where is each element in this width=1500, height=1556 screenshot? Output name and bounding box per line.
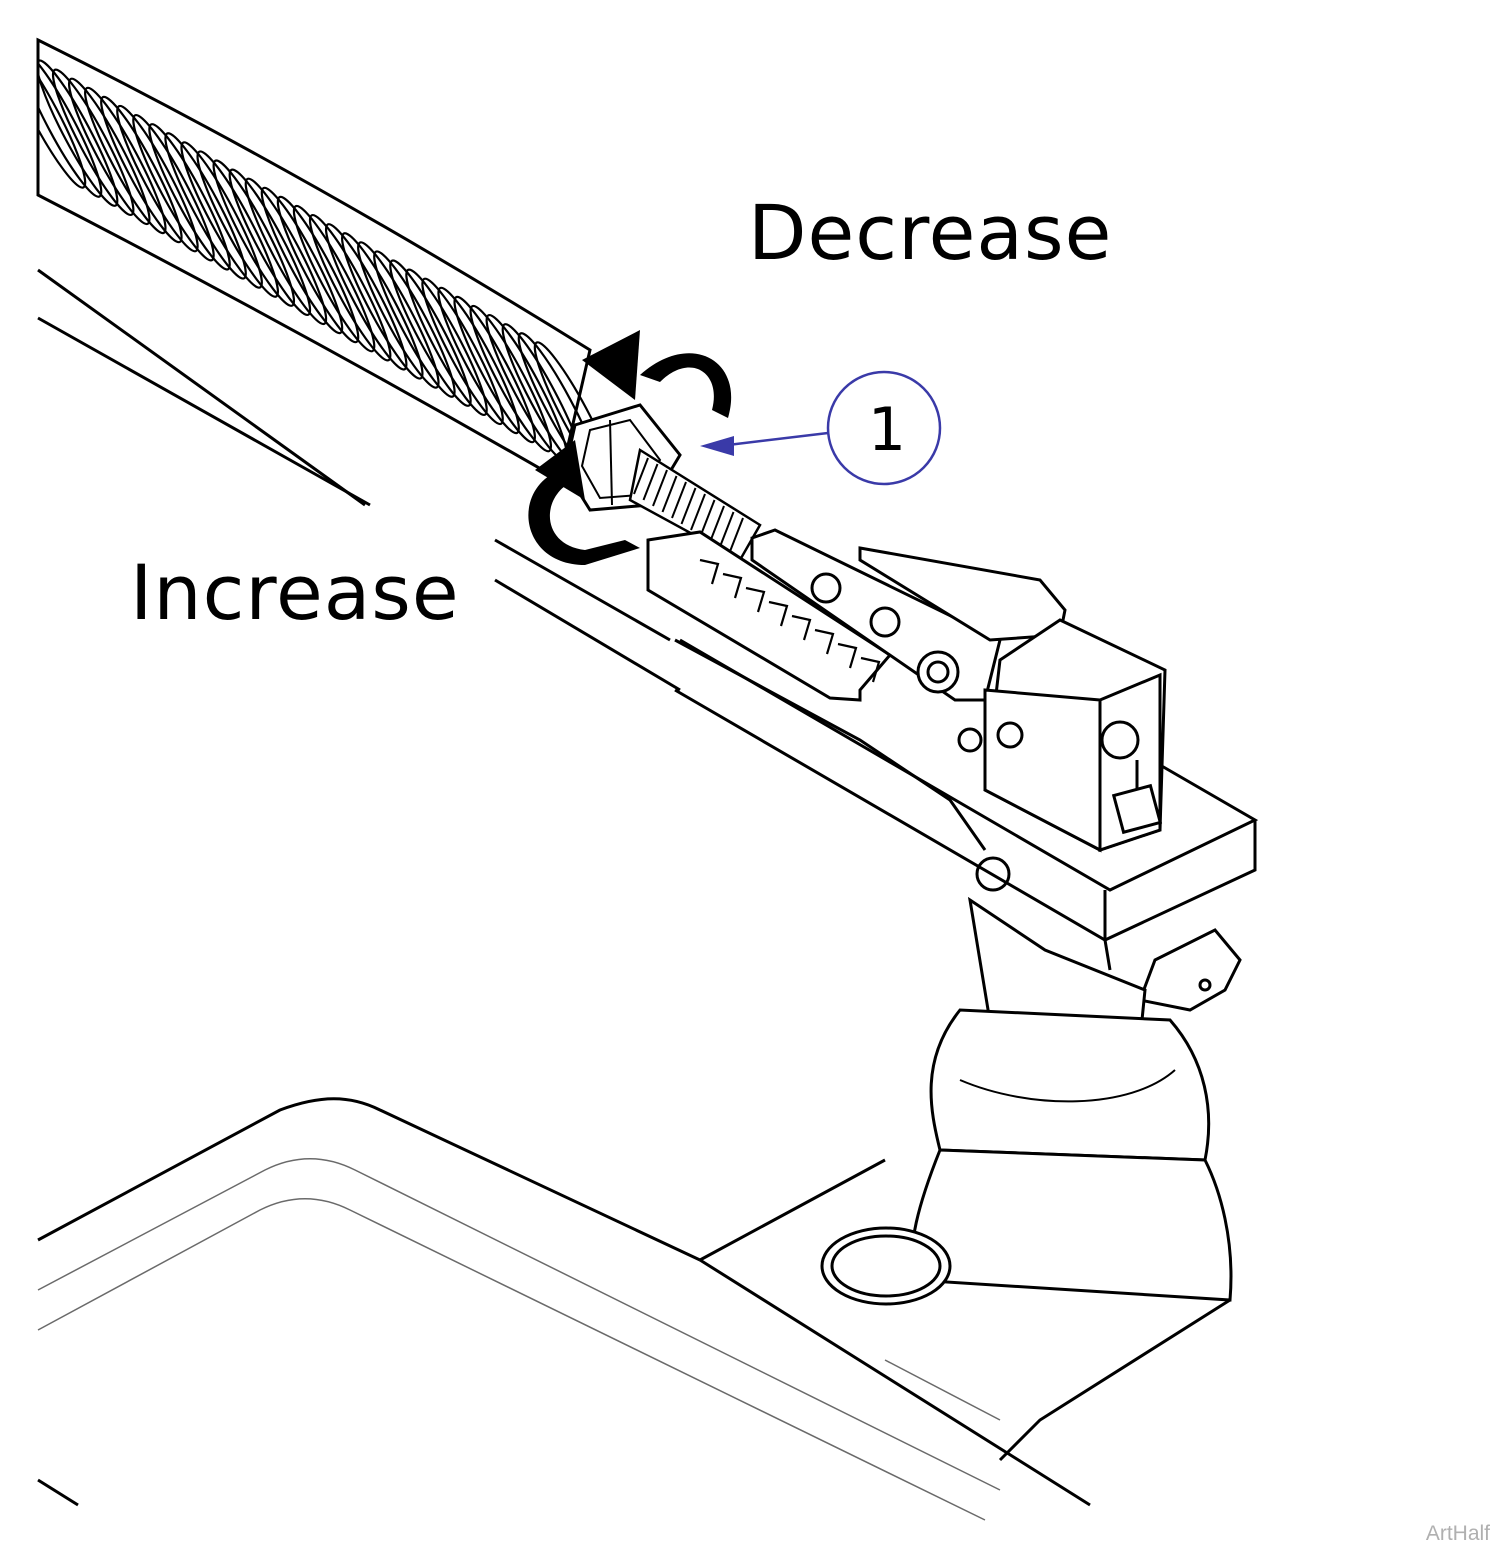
hose-rib	[38, 50, 103, 198]
rod-thread	[728, 517, 744, 555]
rotation-arrow-decrease-icon	[582, 330, 732, 418]
rod-thread	[718, 511, 735, 549]
hose-rib	[100, 95, 183, 244]
callout-number: 1	[867, 395, 907, 465]
rod-thread	[690, 493, 706, 531]
hose-rib	[389, 259, 472, 407]
housing-block	[858, 546, 1167, 853]
mounting-tray	[674, 638, 1259, 1012]
hose-rib	[84, 86, 167, 235]
rod-thread	[709, 505, 725, 543]
hose-rib	[308, 213, 392, 362]
hose-rib	[132, 113, 215, 262]
hose-rib	[292, 204, 376, 353]
hose-rib	[38, 41, 87, 189]
hose-rib	[341, 232, 424, 380]
hose-rib	[276, 195, 360, 344]
hose-rib	[324, 223, 408, 371]
callout-circle	[826, 370, 942, 486]
increase-label: Increase	[130, 548, 460, 637]
rod-thread	[642, 463, 659, 501]
hose-rib	[421, 277, 504, 426]
hose-rib	[38, 59, 119, 207]
hose-rib	[260, 186, 344, 335]
hose-rib	[196, 150, 279, 298]
hose-rib	[148, 123, 231, 271]
hose-rib	[405, 268, 488, 417]
hose-rib	[51, 68, 135, 217]
arm-outline	[37, 268, 681, 692]
hose-rib	[437, 286, 520, 435]
hose-rib	[357, 241, 440, 389]
rod-thread	[652, 469, 668, 507]
rod-thread	[661, 475, 678, 513]
hose-rib	[164, 132, 247, 280]
hose-rib	[373, 250, 456, 398]
corrugated-hose	[36, 37, 617, 489]
hose-rib	[453, 295, 536, 444]
hose-rib	[116, 104, 199, 253]
support-column	[910, 896, 1233, 1302]
rod-thread	[680, 487, 697, 525]
hose-rib	[228, 168, 312, 317]
callout-arrowhead-icon	[700, 436, 734, 456]
hose-rib	[244, 177, 328, 326]
callout-1	[700, 370, 942, 486]
hose-rib	[180, 141, 263, 289]
hose-rib	[212, 159, 296, 307]
watermark: ArtHalf	[1425, 1522, 1490, 1545]
rod-thread	[633, 457, 649, 495]
hose-rib	[67, 77, 151, 226]
decrease-label: Decrease	[748, 188, 1113, 277]
base-plate	[37, 1097, 1231, 1521]
rod-thread	[671, 481, 687, 519]
rotation-arrow-increase-icon	[528, 440, 640, 565]
hose-rib	[469, 304, 553, 453]
rod-thread	[699, 499, 716, 537]
gear-rack	[646, 530, 893, 702]
